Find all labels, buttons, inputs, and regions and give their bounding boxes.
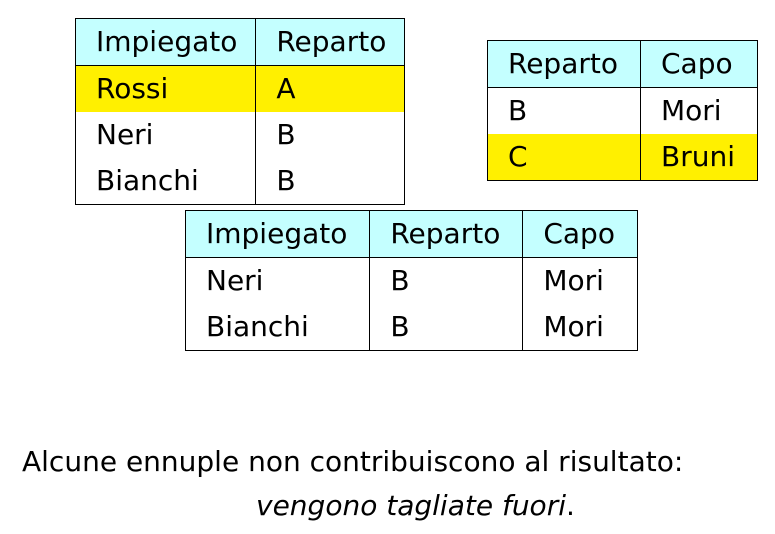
table-row: Bianchi B [76,158,405,205]
table-cell: Mori [522,304,638,351]
table-impiegato-reparto: Impiegato Reparto Rossi A Neri B Bianchi… [75,18,406,205]
table-cell: B [255,112,405,158]
column-header: Reparto [369,210,523,258]
table-cell: B [255,158,405,205]
table-cell: Neri [96,118,154,151]
table-row-highlighted: Rossi A [75,65,405,112]
table-row-highlighted: C Bruni [487,134,758,181]
caption-line-1: Alcune ennuple non contribuiscono al ris… [22,445,684,478]
table-cell: B [369,304,523,351]
table-row: B Mori [488,87,758,134]
table-join-result: Impiegato Reparto Capo Neri B Mori Bianc… [185,210,638,351]
caption-line-2: vengono tagliate fuori. [256,492,575,520]
table-row: Neri B [76,112,405,158]
column-header: Impiegato [75,18,256,66]
column-header: Reparto [255,18,405,66]
table-cell: Rossi [75,65,256,112]
table-row: Bianchi B Mori [186,304,638,351]
table-cell: A [255,65,405,112]
column-header: Capo [522,210,638,258]
table-row: Neri B Mori [186,257,638,304]
table-header-row: Impiegato Reparto [75,18,405,66]
column-header: Reparto [487,40,641,88]
table-header-row: Reparto Capo [487,40,758,88]
caption-italic-text: vengono tagliate fuori [256,489,566,522]
table-cell: C [487,134,641,181]
caption-period: . [565,489,575,522]
table-cell: B [508,94,528,127]
table-cell: B [369,257,523,304]
table-header-row: Impiegato Reparto Capo [185,210,638,258]
table-cell: Bianchi [96,164,199,197]
table-cell: Bruni [639,134,758,181]
table-reparto-capo: Reparto Capo B Mori C Bruni [487,40,758,181]
table-cell: Mori [522,257,638,304]
column-header: Capo [639,40,758,88]
table-cell: Bianchi [206,310,309,343]
table-cell: Neri [206,264,264,297]
column-header: Impiegato [185,210,370,258]
table-cell: Mori [639,87,758,134]
